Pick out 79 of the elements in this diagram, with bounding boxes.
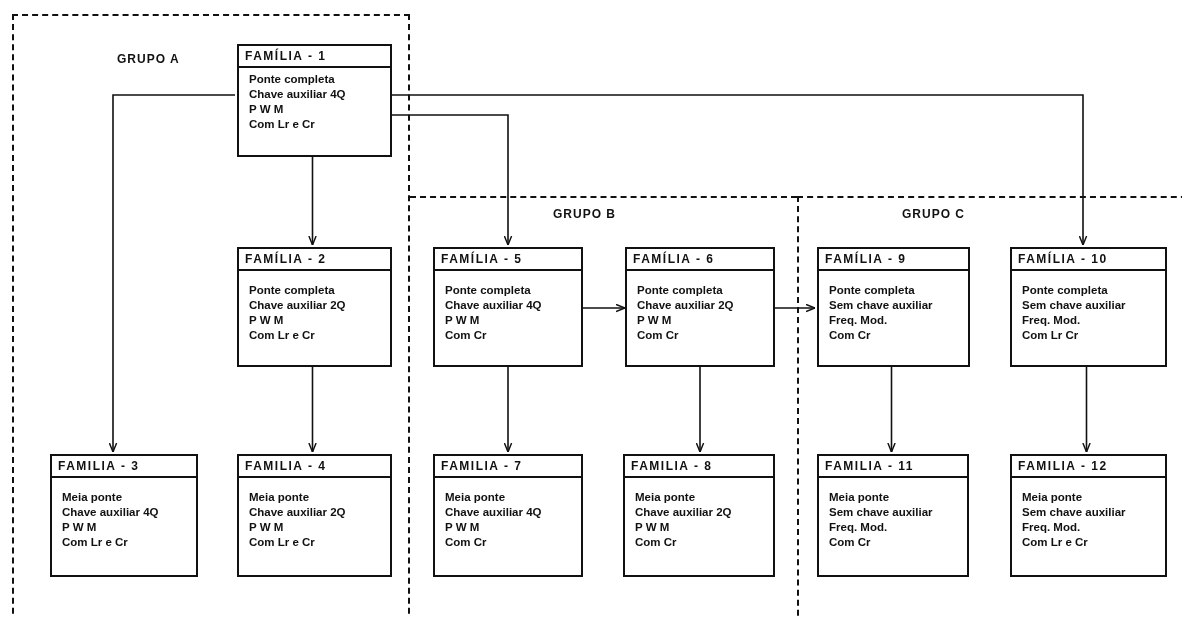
family-feature: Meia ponte <box>445 490 507 505</box>
family-feature: Meia ponte <box>635 490 697 505</box>
family-box <box>237 44 392 157</box>
family-feature: Ponte completa <box>829 283 916 298</box>
family-feature: Com Cr <box>445 535 488 550</box>
family-feature: Meia ponte <box>829 490 891 505</box>
family-box <box>237 247 392 367</box>
family-heading: FAMÍLIA - 2 <box>239 249 390 271</box>
family-feature: Freq. Mod. <box>1022 313 1082 328</box>
family-feature: Chave auxiliar 2Q <box>637 298 735 313</box>
family-feature: Com Lr e Cr <box>249 328 316 343</box>
family-feature: Chave auxiliar 2Q <box>249 505 347 520</box>
family-box <box>50 454 198 577</box>
family-heading: FAMILIA - 4 <box>239 456 390 478</box>
family-feature: Sem chave auxiliar <box>829 505 934 520</box>
family-box <box>817 454 969 577</box>
family-box <box>433 247 583 367</box>
family-feature: P W M <box>445 520 481 535</box>
family-box <box>237 454 392 577</box>
family-feature: P W M <box>249 313 285 328</box>
family-feature: Meia ponte <box>62 490 124 505</box>
family-box <box>817 247 970 367</box>
family-feature: Sem chave auxiliar <box>1022 505 1127 520</box>
group-label: GRUPO C <box>902 207 965 221</box>
family-feature: Meia ponte <box>249 490 311 505</box>
family-feature: Chave auxiliar 2Q <box>635 505 733 520</box>
family-feature: Ponte completa <box>249 72 336 87</box>
family-heading: FAMILIA - 3 <box>52 456 196 478</box>
family-feature: Freq. Mod. <box>829 520 889 535</box>
family-feature: Com Cr <box>829 328 872 343</box>
family-feature: Com Lr e Cr <box>249 117 316 132</box>
family-feature: Chave auxiliar 4Q <box>249 87 347 102</box>
family-feature: Com Lr e Cr <box>249 535 316 550</box>
family-feature: Com Cr <box>445 328 488 343</box>
family-heading: FAMÍLIA - 9 <box>819 249 968 271</box>
arrow <box>774 303 816 313</box>
family-box <box>1010 454 1167 577</box>
family-feature: Com Lr Cr <box>1022 328 1080 343</box>
family-heading: FAMILIA - 11 <box>819 456 967 478</box>
family-feature: P W M <box>637 313 673 328</box>
family-feature: Sem chave auxiliar <box>1022 298 1127 313</box>
arrow <box>582 303 626 313</box>
family-feature: Ponte completa <box>1022 283 1109 298</box>
family-box <box>623 454 775 577</box>
group-region <box>797 196 1182 618</box>
family-feature: Sem chave auxiliar <box>829 298 934 313</box>
family-feature: P W M <box>249 520 285 535</box>
family-feature: Chave auxiliar 4Q <box>445 298 543 313</box>
family-feature: Com Lr e Cr <box>1022 535 1089 550</box>
family-feature: P W M <box>445 313 481 328</box>
family-feature: Ponte completa <box>249 283 336 298</box>
family-feature: Com Lr e Cr <box>62 535 129 550</box>
family-heading: FAMÍLIA - 1 <box>239 46 390 68</box>
family-feature: Freq. Mod. <box>1022 520 1082 535</box>
family-feature: P W M <box>249 102 285 117</box>
family-feature: Freq. Mod. <box>829 313 889 328</box>
family-feature: Meia ponte <box>1022 490 1084 505</box>
group-label: GRUPO A <box>117 52 180 66</box>
family-heading: FAMILIA - 7 <box>435 456 581 478</box>
family-feature: Ponte completa <box>637 283 724 298</box>
family-feature: P W M <box>635 520 671 535</box>
family-feature: Chave auxiliar 4Q <box>62 505 160 520</box>
family-box <box>1010 247 1167 367</box>
family-feature: Chave auxiliar 2Q <box>249 298 347 313</box>
arrow <box>108 94 236 453</box>
family-heading: FAMILIA - 12 <box>1012 456 1165 478</box>
family-feature: Com Cr <box>829 535 872 550</box>
family-feature: Ponte completa <box>445 283 532 298</box>
family-heading: FAMÍLIA - 10 <box>1012 249 1165 271</box>
family-heading: FAMILIA - 8 <box>625 456 773 478</box>
family-box <box>433 454 583 577</box>
group-label: GRUPO B <box>553 207 616 221</box>
family-feature: P W M <box>62 520 98 535</box>
family-heading: FAMÍLIA - 6 <box>627 249 773 271</box>
family-feature: Chave auxiliar 4Q <box>445 505 543 520</box>
family-feature: Com Cr <box>637 328 680 343</box>
family-box <box>625 247 775 367</box>
family-heading: FAMÍLIA - 5 <box>435 249 581 271</box>
family-feature: Com Cr <box>635 535 678 550</box>
